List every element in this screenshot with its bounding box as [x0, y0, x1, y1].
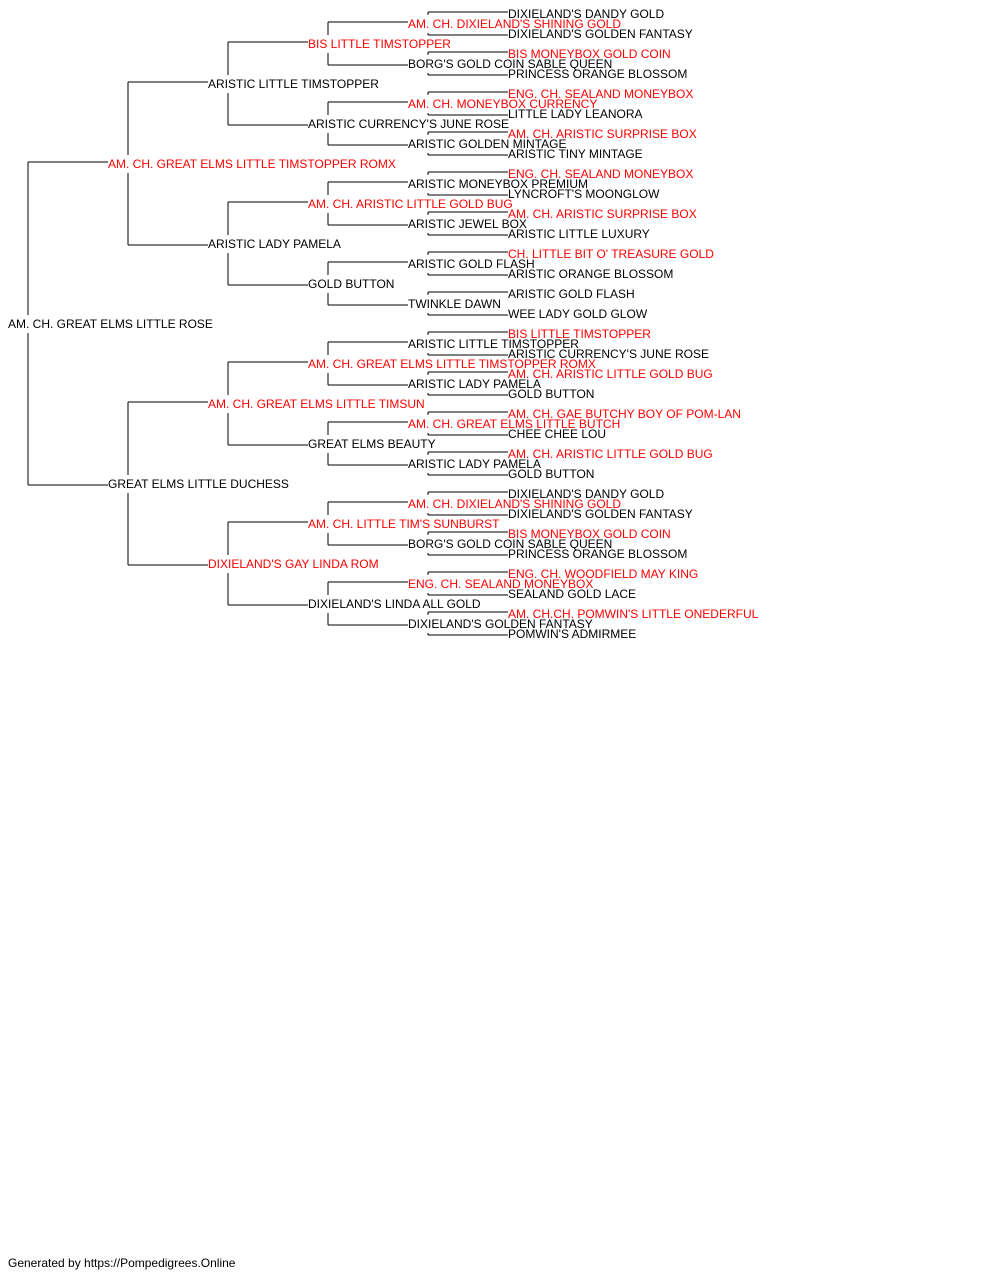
ancestor-name: ARISTIC LITTLE TIMSTOPPER — [208, 77, 379, 91]
ancestor-name: BORG'S GOLD COIN SABLE QUEEN — [408, 57, 612, 71]
ancestor-name: LYNCROFT'S MOONGLOW — [508, 187, 660, 201]
ancestor-name: AM. CH. GREAT ELMS LITTLE TIMSTOPPER ROM… — [308, 357, 596, 371]
ancestor-name: BIS MONEYBOX GOLD COIN — [508, 527, 671, 541]
ancestor-name: AM. CH. LITTLE TIM'S SUNBURST — [308, 517, 500, 531]
ancestor-name: DIXIELAND'S DANDY GOLD — [508, 7, 664, 21]
ancestor-name: GREAT ELMS BEAUTY — [308, 437, 436, 451]
ancestor-name: AM. CH.CH. POMWIN'S LITTLE ONEDERFUL — [508, 607, 759, 621]
ancestor-name: AM. CH. ARISTIC SURPRISE BOX — [508, 207, 697, 221]
ancestor-name: PRINCESS ORANGE BLOSSOM — [508, 67, 687, 81]
ancestor-name: AM. CH. ARISTIC LITTLE GOLD BUG — [308, 197, 513, 211]
ancestor-name: AM. CH. DIXIELAND'S SHINING GOLD — [408, 497, 621, 511]
ancestor-name: DIXIELAND'S GOLDEN FANTASY — [508, 27, 693, 41]
dog-names: AM. CH. GREAT ELMS LITTLE ROSE AM. CH. GR… — [8, 7, 759, 641]
ancestor-name: ARISTIC LADY PAMELA — [208, 237, 341, 251]
ancestor-name: ARISTIC GOLDEN MINTAGE — [408, 137, 566, 151]
ancestor-name: TWINKLE DAWN — [408, 297, 501, 311]
ancestor-name: ARISTIC LADY PAMELA — [408, 377, 541, 391]
ancestor-name: ARISTIC LADY PAMELA — [408, 457, 541, 471]
ancestor-name: SEALAND GOLD LACE — [508, 587, 636, 601]
ancestor-name: DIXIELAND'S GAY LINDA ROM — [208, 557, 379, 571]
ancestor-name: DIXIELAND'S DANDY GOLD — [508, 487, 664, 501]
ancestor-name: AM. CH. ARISTIC LITTLE GOLD BUG — [508, 447, 713, 461]
ancestor-name: ARISTIC GOLD FLASH — [508, 287, 635, 301]
ancestor-name: ARISTIC JEWEL BOX — [408, 217, 527, 231]
ancestor-name: AM. CH. GREAT ELMS LITTLE BUTCH — [408, 417, 620, 431]
ancestor-name: AM. CH. GAE BUTCHY BOY OF POM-LAN — [508, 407, 741, 421]
ancestor-name: BORG'S GOLD COIN SABLE QUEEN — [408, 537, 612, 551]
ancestor-name: AM. CH. MONEYBOX CURRENCY — [408, 97, 597, 111]
ancestor-name: BIS LITTLE TIMSTOPPER — [508, 327, 651, 341]
connector-lines — [27, 11, 508, 636]
ancestor-name: ENG. CH. SEALAND MONEYBOX — [508, 167, 693, 181]
ancestor-name: AM. CH. ARISTIC LITTLE GOLD BUG — [508, 367, 713, 381]
ancestor-name: ARISTIC GOLD FLASH — [408, 257, 535, 271]
ancestor-name: BIS MONEYBOX GOLD COIN — [508, 47, 671, 61]
ancestor-name: ENG. CH. WOODFIELD MAY KING — [508, 567, 698, 581]
ancestor-name: POMWIN'S ADMIRMEE — [508, 627, 636, 641]
ancestor-name: DIXIELAND'S GOLDEN FANTASY — [408, 617, 593, 631]
ancestor-name: AM. CH. GREAT ELMS LITTLE TIMSUN — [208, 397, 425, 411]
ancestor-name: ARISTIC TINY MINTAGE — [508, 147, 643, 161]
ancestor-name: ARISTIC ORANGE BLOSSOM — [508, 267, 673, 281]
ancestor-name: ARISTIC LITTLE TIMSTOPPER — [408, 337, 579, 351]
ancestor-name: ENG. CH. SEALAND MONEYBOX — [408, 577, 593, 591]
footer-credit: Generated by https://Pompedigrees.Online — [8, 1256, 236, 1270]
ancestor-name: LITTLE LADY LEANORA — [508, 107, 643, 121]
ancestor-name: CHEE CHEE LOU — [508, 427, 606, 441]
ancestor-name: ARISTIC CURRENCY'S JUNE ROSE — [508, 347, 709, 361]
ancestor-name: DIXIELAND'S LINDA ALL GOLD — [308, 597, 481, 611]
ancestor-name: WEE LADY GOLD GLOW — [508, 307, 648, 321]
ancestor-name: ARISTIC LITTLE LUXURY — [508, 227, 650, 241]
ancestor-name: GOLD BUTTON — [508, 387, 594, 401]
ancestor-name: GREAT ELMS LITTLE DUCHESS — [108, 477, 289, 491]
ancestor-name: ENG. CH. SEALAND MONEYBOX — [508, 87, 693, 101]
ancestor-name: DIXIELAND'S GOLDEN FANTASY — [508, 507, 693, 521]
ancestor-name: PRINCESS ORANGE BLOSSOM — [508, 547, 687, 561]
ancestor-name: CH. LITTLE BIT O' TREASURE GOLD — [508, 247, 714, 261]
ancestor-name: AM. CH. DIXIELAND'S SHINING GOLD — [408, 17, 621, 31]
ancestor-name: GOLD BUTTON — [508, 467, 594, 481]
ancestor-name: BIS LITTLE TIMSTOPPER — [308, 37, 451, 51]
ancestor-name: AM. CH. ARISTIC SURPRISE BOX — [508, 127, 697, 141]
ancestor-name: ARISTIC MONEYBOX PREMIUM — [408, 177, 588, 191]
ancestor-name: GOLD BUTTON — [308, 277, 394, 291]
subject-dog-name: AM. CH. GREAT ELMS LITTLE ROSE — [8, 317, 213, 331]
ancestor-name: AM. CH. GREAT ELMS LITTLE TIMSTOPPER ROM… — [108, 157, 396, 171]
ancestor-name: ARISTIC CURRENCY'S JUNE ROSE — [308, 117, 509, 131]
